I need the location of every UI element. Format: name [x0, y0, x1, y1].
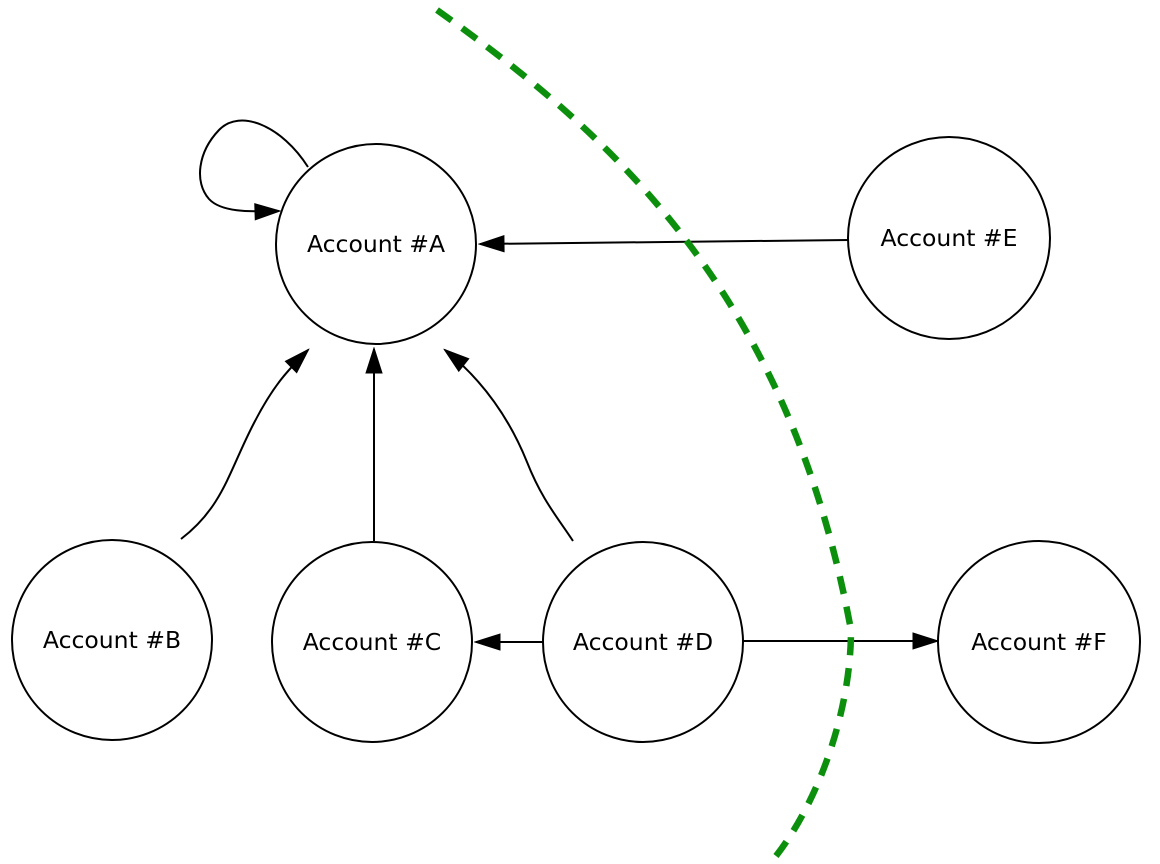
divider-dashed-curve	[435, 7, 855, 858]
edges-layer	[180, 119, 937, 642]
edge-d-to-a	[445, 350, 574, 542]
divider-layer	[435, 7, 855, 858]
node-label-account-d: Account #D	[573, 628, 713, 656]
node-label-account-c: Account #C	[303, 628, 441, 656]
node-account-a: Account #A	[275, 143, 477, 345]
node-circle-account-a	[275, 143, 477, 345]
node-label-account-a: Account #A	[307, 230, 445, 258]
node-account-e: Account #E	[847, 136, 1051, 340]
node-account-b: Account #B	[11, 539, 213, 741]
edge-e-to-a	[480, 240, 850, 244]
node-circle-account-e	[847, 136, 1051, 340]
node-circle-account-b	[11, 539, 213, 741]
nodes-layer: Account #A Account #B Account #C Account #D…	[11, 136, 1141, 744]
node-account-f: Account #F	[937, 540, 1141, 744]
node-label-account-b: Account #B	[43, 626, 181, 654]
node-label-account-e: Account #E	[881, 224, 1018, 252]
edge-b-to-a	[180, 350, 308, 540]
node-account-d: Account #D	[542, 541, 744, 743]
self-loop-edge-a	[198, 119, 309, 212]
node-label-account-f: Account #F	[971, 628, 1107, 656]
node-account-c: Account #C	[271, 541, 473, 743]
node-circle-account-c	[271, 541, 473, 743]
